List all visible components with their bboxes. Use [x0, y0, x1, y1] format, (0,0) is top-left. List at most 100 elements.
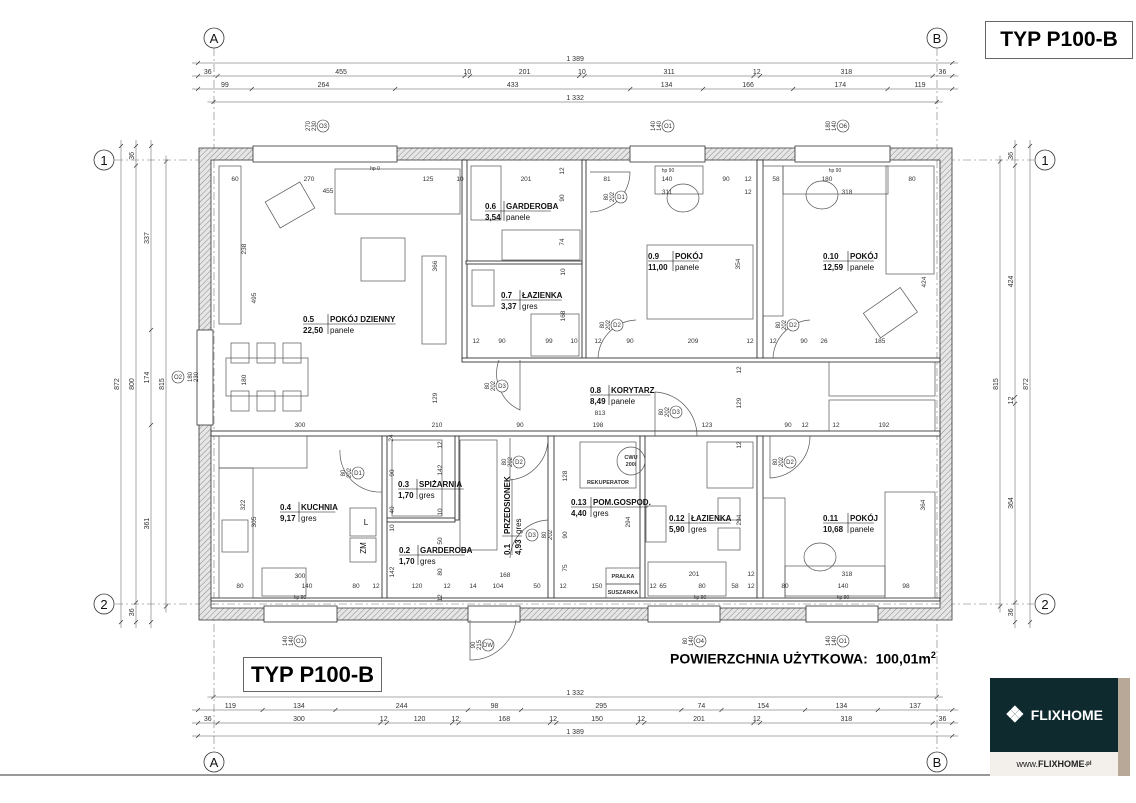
- room-area: 5,90: [669, 525, 685, 534]
- dimension-label: 80: [781, 583, 789, 590]
- interior-walls: [210, 159, 941, 602]
- dimension-label: 12: [744, 189, 752, 196]
- dimension-label: 201: [521, 176, 532, 183]
- tag-height: 202: [491, 380, 497, 391]
- dimension-tick: [582, 73, 587, 79]
- dimension-label: 12: [637, 716, 645, 723]
- dimension-label: 180: [822, 176, 833, 183]
- dimension-label: 209: [688, 338, 699, 345]
- dimension-label: 80: [698, 583, 706, 590]
- dimension-label: 12: [451, 716, 459, 723]
- dimension-label: 201: [693, 716, 705, 723]
- dimension-label: 90: [562, 531, 569, 539]
- tag-height: 202: [548, 529, 554, 540]
- room-number: 0.5: [303, 315, 315, 324]
- dimension-label: 99: [221, 82, 229, 89]
- dimension-label: 354: [735, 258, 742, 269]
- tag-height: 140: [689, 635, 695, 646]
- dimension-label: 10: [570, 338, 578, 345]
- dimension-label: 311: [662, 189, 673, 196]
- dimension-label: 99: [545, 338, 553, 345]
- dimension-label: 12: [736, 441, 743, 449]
- dimension-label: 361: [144, 518, 151, 530]
- dimension-tick: [1012, 401, 1018, 406]
- room-floor: gres: [514, 518, 523, 534]
- sofa-chaise: [421, 255, 447, 345]
- dimension-tick: [133, 143, 139, 149]
- tag-label: DW: [483, 643, 493, 649]
- recuperator: [579, 441, 637, 489]
- tag-height: 140: [832, 635, 838, 646]
- dimension-label: 12: [747, 583, 755, 590]
- dimension-tick: [215, 720, 220, 726]
- tag-label: D1: [354, 471, 362, 477]
- dimension-tick: [934, 694, 939, 700]
- window: [647, 605, 721, 623]
- dimension-label: 134: [836, 703, 848, 710]
- dimension-label: 168: [500, 572, 511, 579]
- axis-label-b: B: [933, 31, 942, 46]
- bed: [884, 491, 936, 599]
- dimension-label: 300: [293, 716, 305, 723]
- dimension-tick: [518, 707, 524, 713]
- dimension-label: 366: [432, 260, 439, 271]
- dimension-label: 318: [842, 571, 853, 578]
- axis-label-a: A: [210, 31, 219, 46]
- dimension-tick: [392, 86, 398, 92]
- dimension-tick: [378, 720, 383, 726]
- dimension-label: 318: [840, 716, 852, 723]
- chair: [666, 183, 700, 213]
- shower: [530, 313, 580, 357]
- dimension-label: 90: [784, 422, 792, 429]
- dimension-tick: [133, 619, 139, 625]
- tag-height: 230: [194, 371, 200, 382]
- toilet: [717, 497, 741, 521]
- dimension-label: 36: [204, 69, 212, 76]
- dimension-label: 318: [842, 189, 853, 196]
- dimension-label: 120: [412, 583, 423, 590]
- axis-label-b: B: [933, 755, 942, 770]
- dimension-tick: [1012, 394, 1018, 400]
- room-floor: panele: [675, 263, 700, 272]
- dimension-label: 1 389: [566, 729, 584, 736]
- dimension-tick: [215, 73, 220, 79]
- axis-label-2: 2: [1041, 597, 1048, 612]
- dimension-tick: [148, 422, 154, 428]
- dimension-label: 12: [380, 716, 388, 723]
- dimension-tick: [148, 327, 154, 333]
- sink: [261, 567, 307, 597]
- equipment-labels: CWU 200l REKUPERATOR PRALKA SUSZARKA L Z…: [359, 455, 638, 596]
- dimension-tick: [118, 143, 124, 149]
- pantry-shelves: [391, 439, 443, 517]
- dimension-label: 36: [1008, 152, 1015, 160]
- dimension-label: 244: [396, 703, 408, 710]
- dimension-label: 119: [914, 82, 925, 89]
- dimension-tick: [576, 73, 582, 79]
- dimension-label: 424: [1008, 275, 1015, 287]
- dimension-tick: [547, 720, 553, 726]
- dimension-label: 40: [389, 506, 396, 514]
- dryer-label: SUSZARKA: [608, 590, 639, 596]
- dimension-label: 10: [560, 268, 567, 276]
- tag-label: O1: [839, 639, 848, 645]
- dimension-label: 80: [908, 176, 916, 183]
- axis-label-1: 1: [100, 153, 107, 168]
- tag-height: 140: [832, 120, 838, 131]
- room-area: 12,59: [823, 263, 844, 272]
- tag-width: 140: [826, 635, 832, 646]
- entrance-door-opening: [467, 605, 521, 623]
- dimension-label: 872: [114, 378, 121, 390]
- dimension-label: 455: [323, 188, 334, 195]
- dimension-tick: [148, 619, 154, 625]
- room-number: 0.2: [399, 546, 411, 555]
- flixhome-logo-icon: ❖: [1004, 702, 1025, 727]
- exterior-wall: [198, 147, 953, 621]
